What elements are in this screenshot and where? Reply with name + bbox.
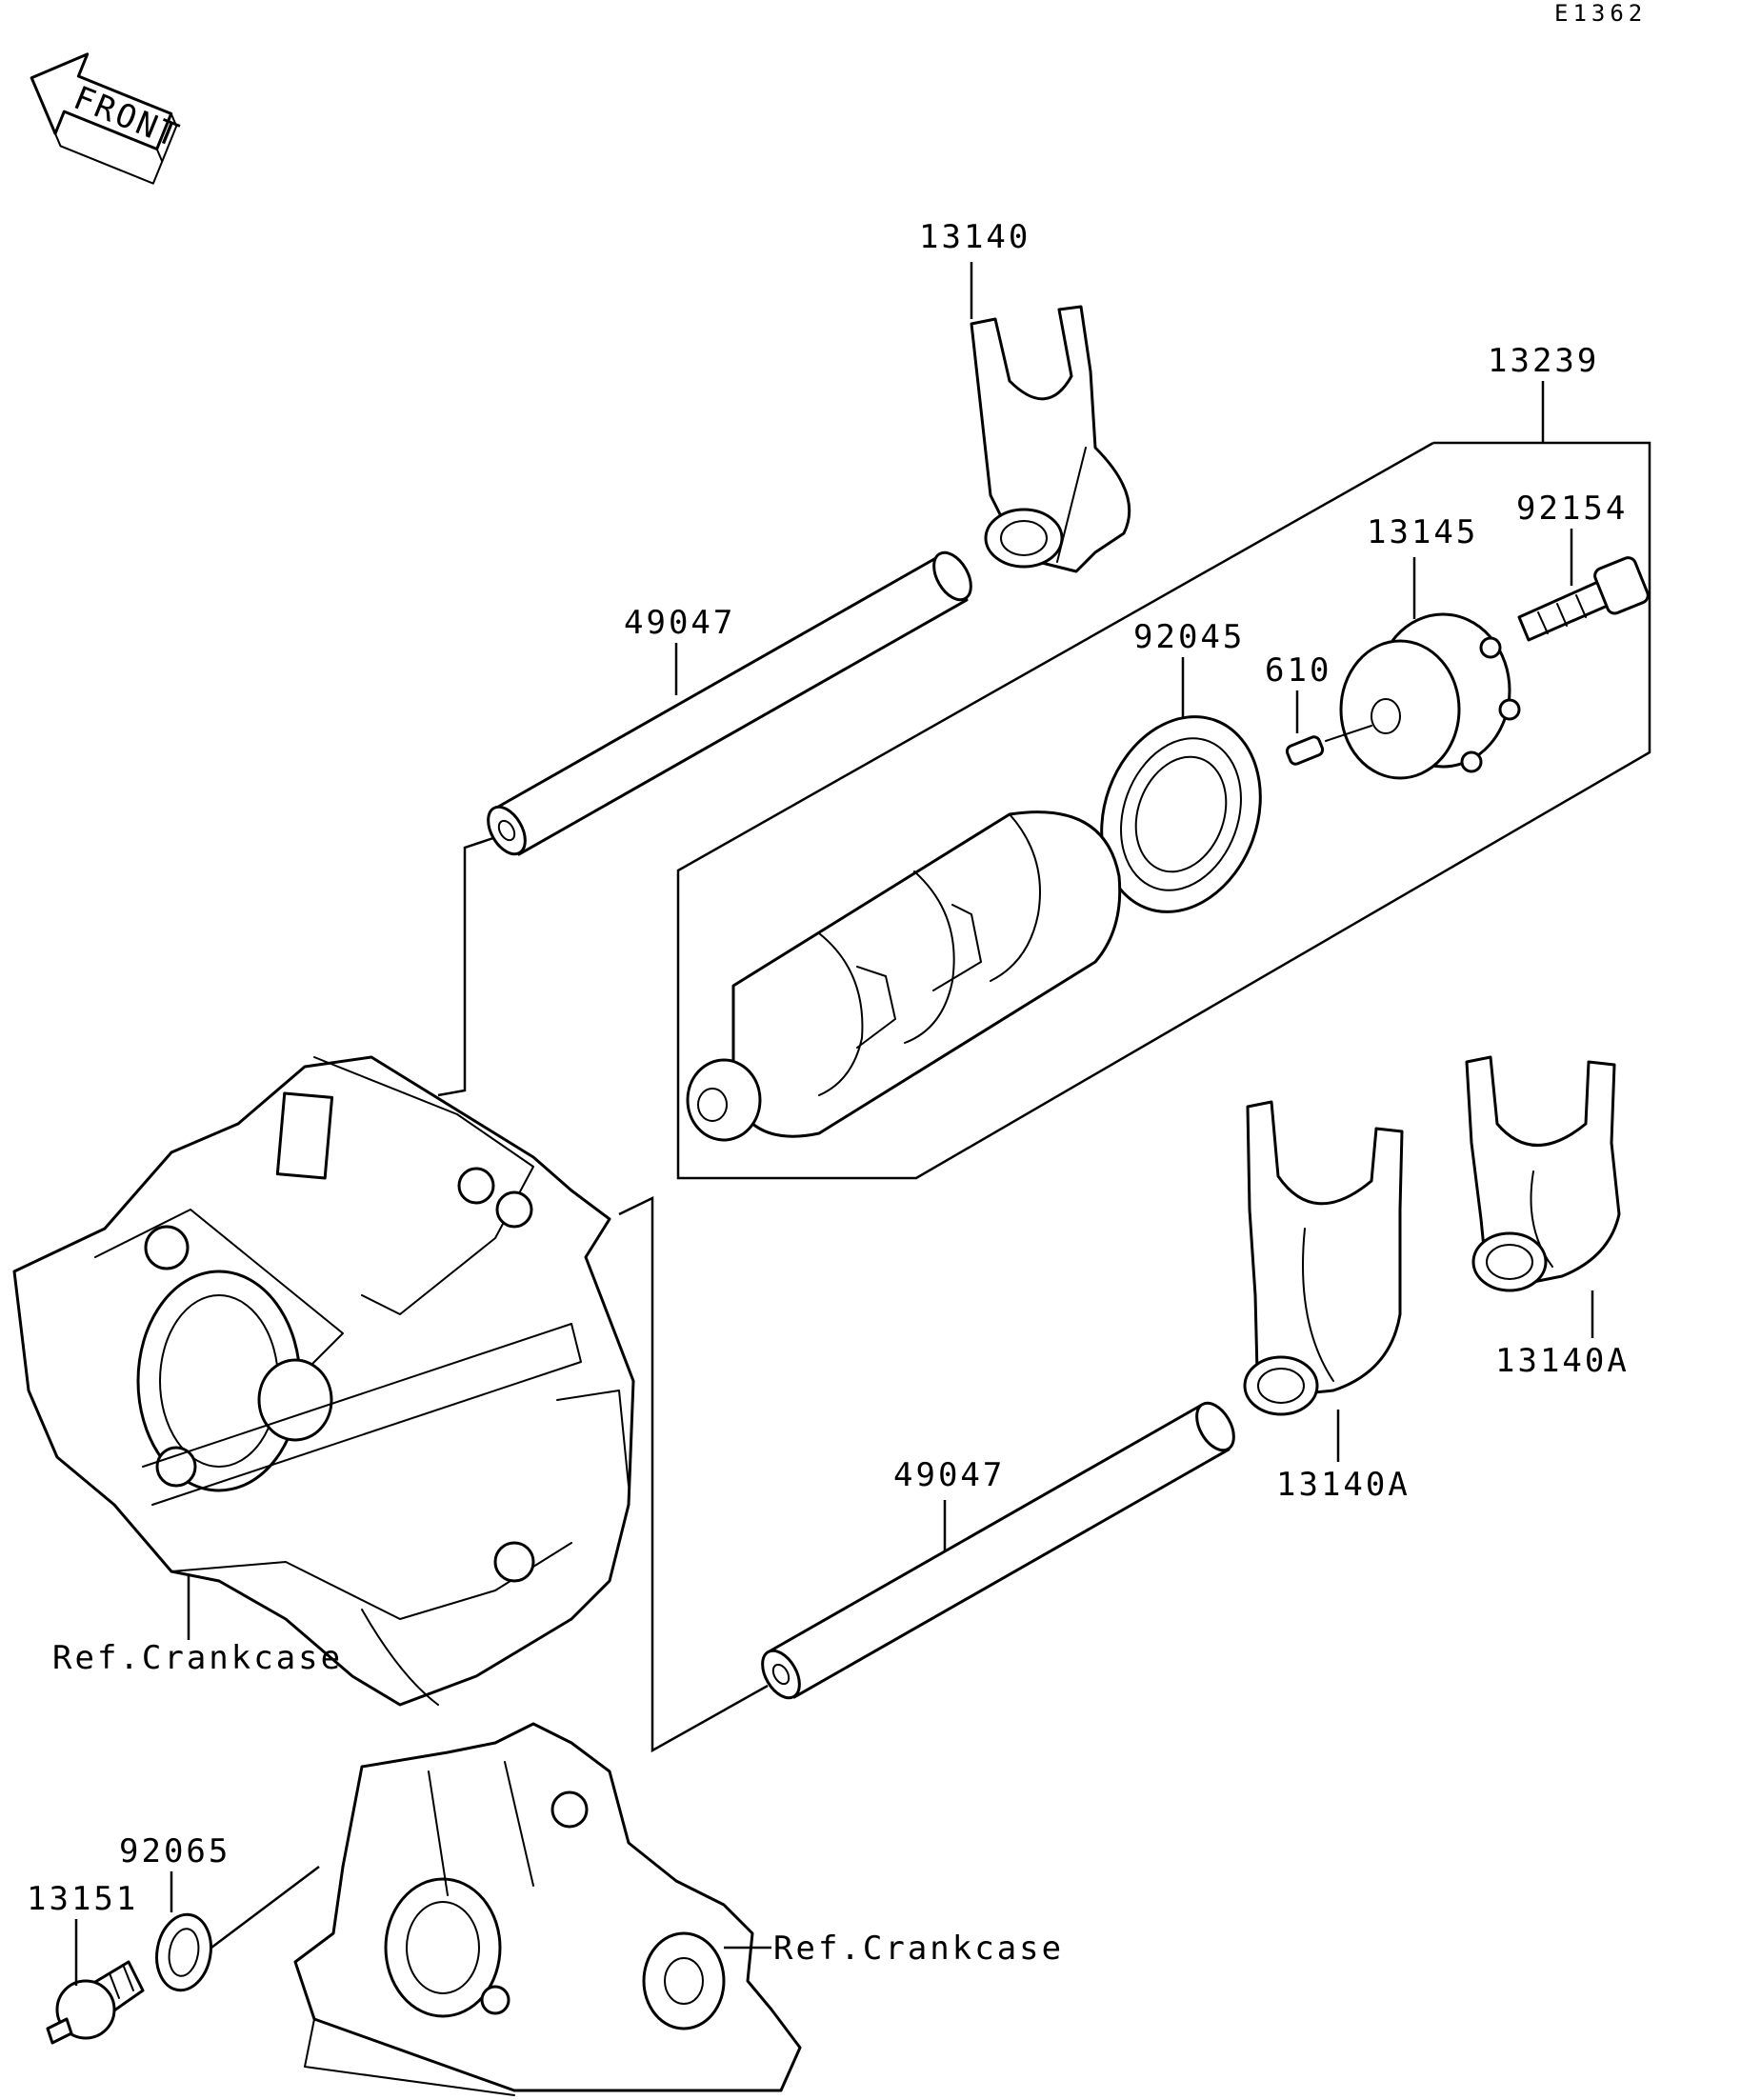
shift-drum-cam-13145 (1339, 612, 1521, 780)
front-arrow-icon: FRONT (30, 52, 187, 185)
part-label-92154: 92154 (1516, 490, 1628, 528)
part-label-49047-top: 49047 (624, 604, 735, 642)
part-label-92045: 92045 (1133, 618, 1245, 656)
shift-rod-49047-bottom (761, 1401, 1235, 1700)
shift-rod-49047-top (487, 550, 972, 856)
front-label: FRONT (69, 79, 187, 156)
shift-fork-13140A-middle (1243, 1100, 1404, 1416)
part-label-13140A-middle: 13140A (1276, 1466, 1411, 1504)
shift-drum (686, 810, 1122, 1142)
ref-crankcase-right-label: Ref.Crankcase (773, 1930, 1064, 1968)
assembly-13239-bracket (676, 441, 1651, 1180)
shift-fork-13140 (970, 305, 1131, 573)
diagram-code: E1362 (1554, 0, 1647, 27)
ref-crankcase-left-label: Ref.Crankcase (52, 1639, 343, 1677)
pin-610 (1285, 725, 1372, 766)
crankcase-upper (12, 1055, 635, 1707)
part-label-13140A-right: 13140A (1495, 1342, 1630, 1380)
part-label-610: 610 (1265, 651, 1331, 690)
part-label-92065: 92065 (119, 1832, 230, 1870)
part-label-13140-top: 13140 (919, 218, 1031, 256)
part-label-13145: 13145 (1367, 513, 1478, 551)
part-label-13239: 13239 (1488, 342, 1599, 380)
part-label-13151: 13151 (27, 1880, 138, 1918)
part-label-49047-bottom: 49047 (893, 1456, 1005, 1494)
shift-fork-13140A-right (1465, 1055, 1621, 1292)
bolt-92154 (1517, 556, 1650, 642)
neutral-switch-13151 (46, 1960, 145, 2045)
washer-92065 (155, 1912, 212, 1992)
bearing-92045 (1100, 715, 1262, 913)
crankcase-lower (293, 1722, 802, 2096)
